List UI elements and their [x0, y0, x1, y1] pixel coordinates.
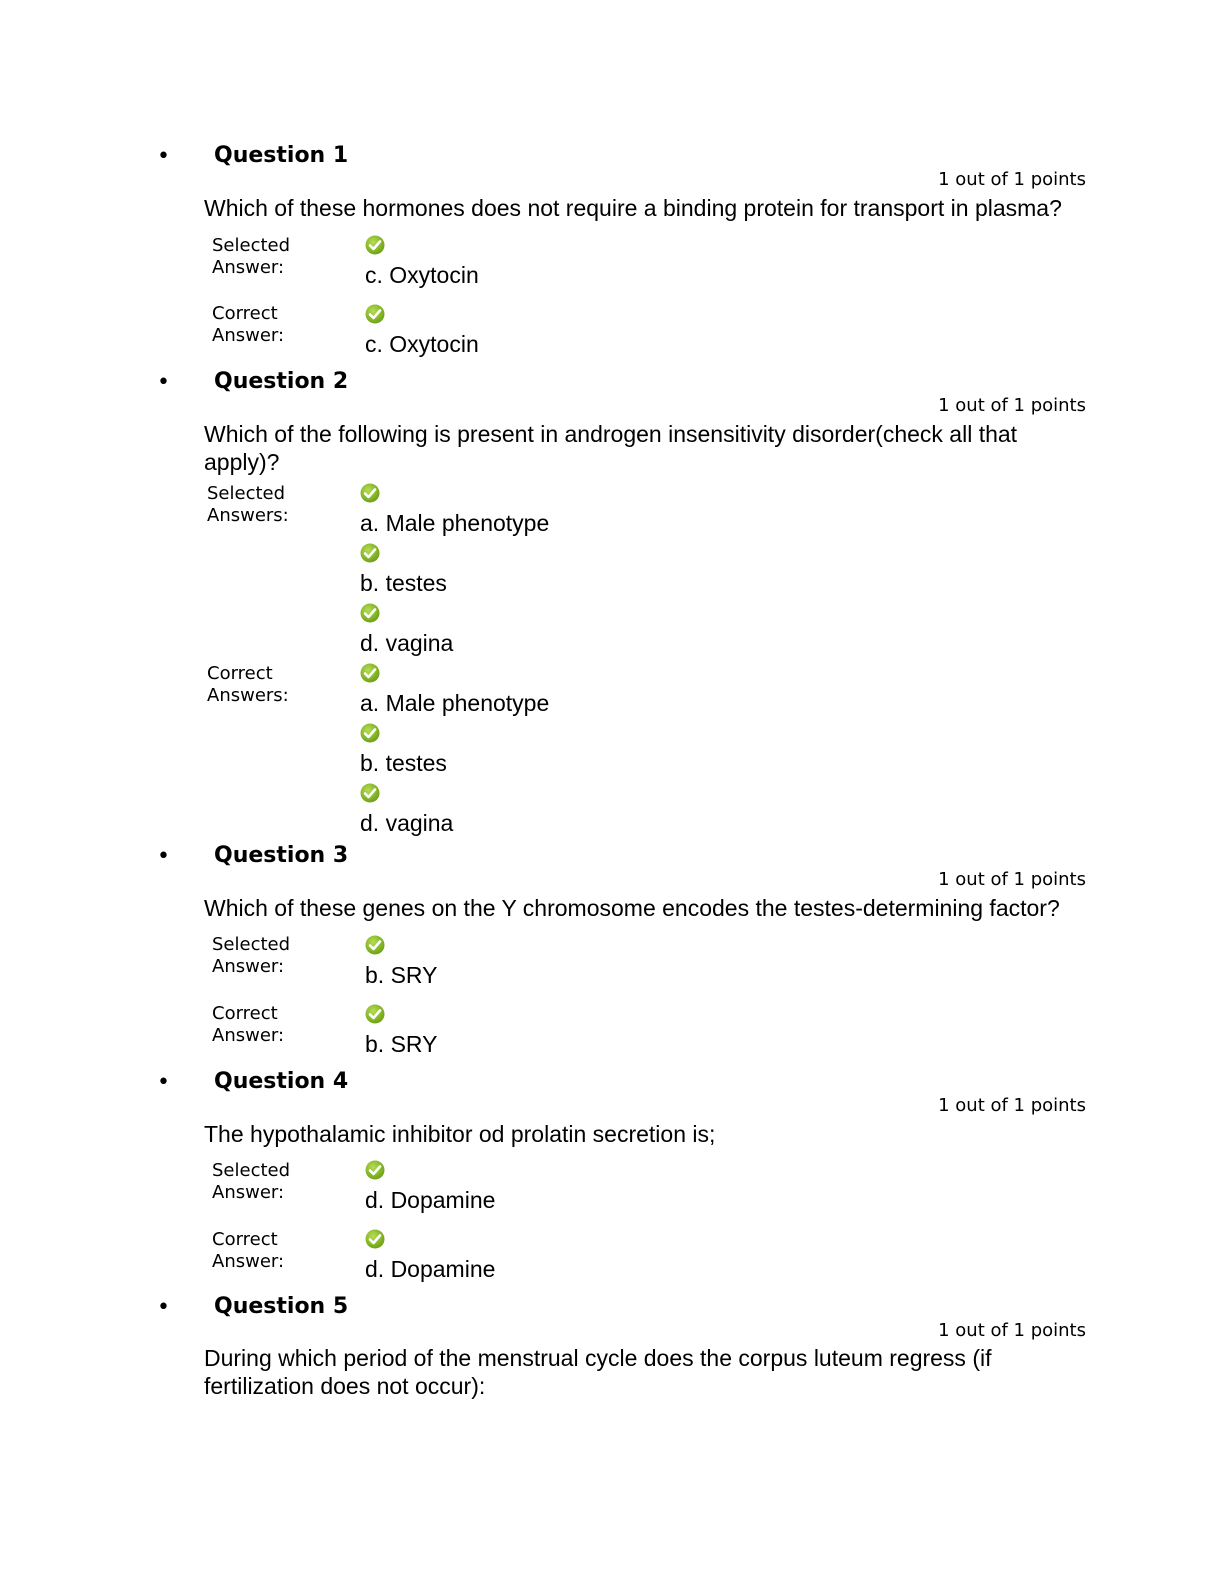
- question-title: Question 1: [214, 143, 349, 168]
- question-title: Question 4: [214, 1069, 349, 1094]
- question-text: Which of the following is present in and…: [204, 421, 1018, 475]
- correct-check-icon: [365, 304, 385, 324]
- correct-answers-label: Correct Answers:: [207, 663, 289, 706]
- points-label: 1 out of 1 points: [938, 869, 1086, 890]
- selected-answer-label: Selected Answer:: [212, 934, 291, 977]
- points-label: 1 out of 1 points: [938, 395, 1086, 416]
- correct-answer: b. SRY: [365, 1031, 438, 1057]
- correct-check-icon: [360, 783, 380, 803]
- selected-answer: d. vagina: [360, 630, 454, 656]
- selected-answer: a. Male phenotype: [360, 510, 550, 536]
- correct-check-icon: [365, 235, 385, 255]
- correct-check-icon: [365, 1004, 385, 1024]
- selected-answer: b. SRY: [365, 962, 438, 988]
- selected-answer-label: Selected Answer:: [212, 235, 291, 278]
- correct-answer: a. Male phenotype: [360, 690, 550, 716]
- question-title: Question 2: [214, 369, 349, 394]
- correct-check-icon: [360, 483, 380, 503]
- correct-answer: c. Oxytocin: [365, 331, 479, 357]
- correct-check-icon: [365, 1160, 385, 1180]
- question-title: Question 5: [214, 1294, 349, 1319]
- correct-answer: d. Dopamine: [365, 1256, 496, 1282]
- selected-answers-label: Selected Answers:: [207, 483, 289, 526]
- selected-answer: c. Oxytocin: [365, 262, 479, 288]
- correct-check-icon: [365, 1229, 385, 1249]
- correct-answer-label: Correct Answer:: [212, 1003, 285, 1046]
- question-text: The hypothalamic inhibitor od prolatin s…: [204, 1121, 716, 1147]
- question-text: Which of these hormones does not require…: [204, 195, 1062, 221]
- correct-check-icon: [360, 663, 380, 683]
- correct-answer-label: Correct Answer:: [212, 303, 285, 346]
- correct-check-icon: [360, 723, 380, 743]
- correct-answer: b. testes: [360, 750, 447, 776]
- points-label: 1 out of 1 points: [938, 1095, 1086, 1116]
- selected-answer: d. Dopamine: [365, 1187, 496, 1213]
- correct-check-icon: [365, 935, 385, 955]
- question-text: Which of these genes on the Y chromosome…: [204, 895, 1060, 921]
- correct-check-icon: [360, 543, 380, 563]
- selected-answer-label: Selected Answer:: [212, 1160, 291, 1203]
- bullet: •: [157, 1070, 170, 1095]
- bullet: •: [157, 144, 170, 169]
- points-label: 1 out of 1 points: [938, 1320, 1086, 1341]
- bullet: •: [157, 844, 170, 869]
- points-label: 1 out of 1 points: [938, 169, 1086, 190]
- bullet: •: [157, 1295, 170, 1320]
- correct-check-icon: [360, 603, 380, 623]
- selected-answer: b. testes: [360, 570, 447, 596]
- correct-answer: d. vagina: [360, 810, 454, 836]
- question-text: During which period of the menstrual cyc…: [204, 1345, 992, 1399]
- question-title: Question 3: [214, 843, 349, 868]
- bullet: •: [157, 370, 170, 395]
- correct-answer-label: Correct Answer:: [212, 1229, 285, 1272]
